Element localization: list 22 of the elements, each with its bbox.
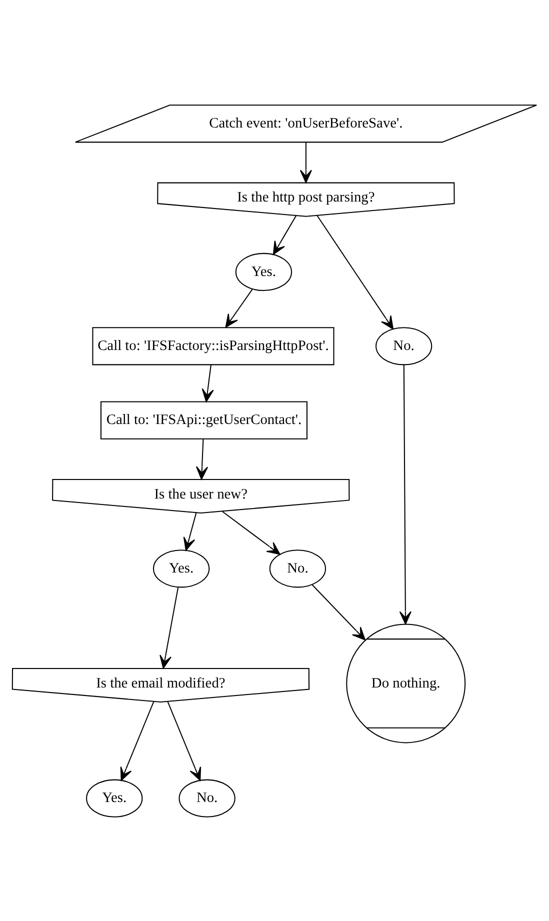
arrow xyxy=(312,584,366,640)
arrow xyxy=(196,438,208,480)
node-box: Call to: 'IFSApi::getUserContact'. xyxy=(100,400,308,439)
node-ellipse: No. xyxy=(269,549,326,588)
arrow xyxy=(399,364,412,624)
node-ellipse: No. xyxy=(178,778,236,817)
node-circle: Do nothing. xyxy=(346,623,466,743)
arrow xyxy=(160,586,179,668)
arrow xyxy=(225,288,253,328)
node-ellipse: No. xyxy=(375,326,432,365)
arrow xyxy=(272,214,297,254)
arrow xyxy=(167,700,202,780)
node-ellipse: Yes. xyxy=(86,778,143,817)
arrow xyxy=(202,364,214,402)
arrow xyxy=(300,142,312,183)
node-box: Call to: 'IFSFactory::isParsingHttpPost'. xyxy=(92,326,334,365)
arrow xyxy=(222,510,280,554)
arrow xyxy=(183,512,197,550)
node-ellipse: Yes. xyxy=(235,252,292,291)
arrow xyxy=(120,700,154,780)
node-ellipse: Yes. xyxy=(152,549,210,588)
arrow xyxy=(316,214,394,329)
